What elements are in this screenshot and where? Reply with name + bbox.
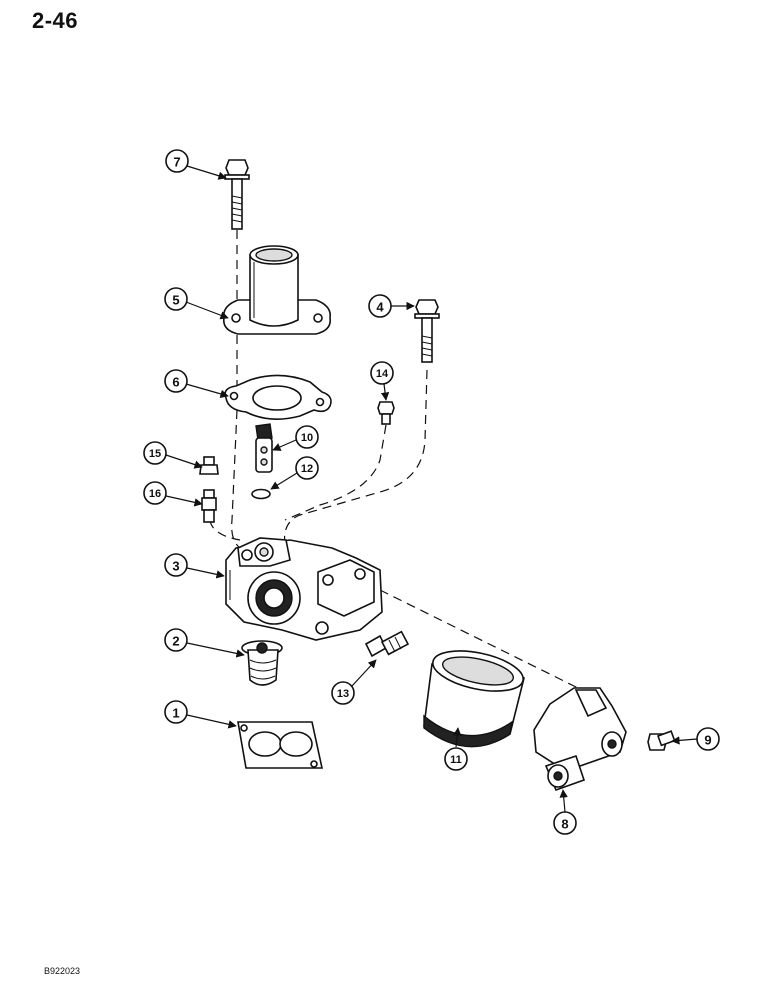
sender-10 [255, 423, 273, 473]
figure-code: B922023 [44, 966, 81, 976]
callout-label: 3 [172, 559, 179, 574]
callout-label: 16 [149, 488, 161, 500]
callout-8: 8 [553, 789, 577, 835]
callout-6: 6 [164, 369, 229, 398]
guide-line-bracket-8 [379, 589, 579, 689]
bolt-14 [377, 401, 395, 425]
fitting-15 [199, 456, 219, 475]
callout-label: 2 [172, 634, 179, 649]
callout-label: 7 [173, 155, 180, 170]
callout-9: 9 [671, 727, 720, 751]
callout-label: 10 [301, 432, 313, 444]
callout-16: 16 [143, 481, 203, 507]
callout-5: 5 [164, 287, 229, 320]
callout-10: 10 [272, 425, 319, 451]
page-number: 2-46 [32, 8, 79, 33]
callout-label: 12 [301, 463, 313, 475]
bracket-8 [533, 687, 627, 792]
sensor-16 [201, 489, 217, 523]
callout-label: 4 [376, 300, 384, 315]
callout-11: 11 [444, 727, 468, 771]
guide-line-sensor-16 [209, 519, 241, 541]
callout-label: 15 [149, 448, 161, 460]
guide-line-bolt-7 [231, 230, 241, 549]
callout-label: 5 [172, 293, 179, 308]
oil-filter-11 [423, 650, 525, 748]
adapter-13 [364, 630, 410, 658]
housing-3 [225, 537, 383, 641]
callout-12: 12 [270, 456, 319, 490]
callout-label: 14 [376, 368, 389, 380]
outlet-elbow-5 [222, 245, 332, 335]
bolt-4 [414, 299, 440, 363]
callout-label: 1 [172, 706, 179, 721]
callout-3: 3 [164, 553, 225, 579]
callout-4: 4 [368, 294, 415, 318]
bolt-7 [224, 159, 250, 230]
guide-line-bolt-14 [284, 424, 387, 521]
callout-13: 13 [331, 659, 377, 705]
callout-label: 8 [561, 817, 568, 832]
bolt-9 [647, 730, 676, 751]
callout-2: 2 [164, 628, 245, 658]
gasket-6 [224, 374, 332, 420]
callout-label: 9 [704, 733, 711, 748]
callout-15: 15 [143, 441, 203, 469]
callout-label: 6 [172, 375, 179, 390]
o-ring-12 [251, 488, 271, 500]
thermostat-2 [241, 640, 283, 686]
callout-14: 14 [370, 361, 394, 401]
callout-label: 13 [337, 688, 349, 700]
callout-1: 1 [164, 700, 237, 729]
callout-label: 11 [450, 754, 462, 766]
callout-7: 7 [165, 149, 227, 180]
gasket-1 [237, 721, 323, 769]
